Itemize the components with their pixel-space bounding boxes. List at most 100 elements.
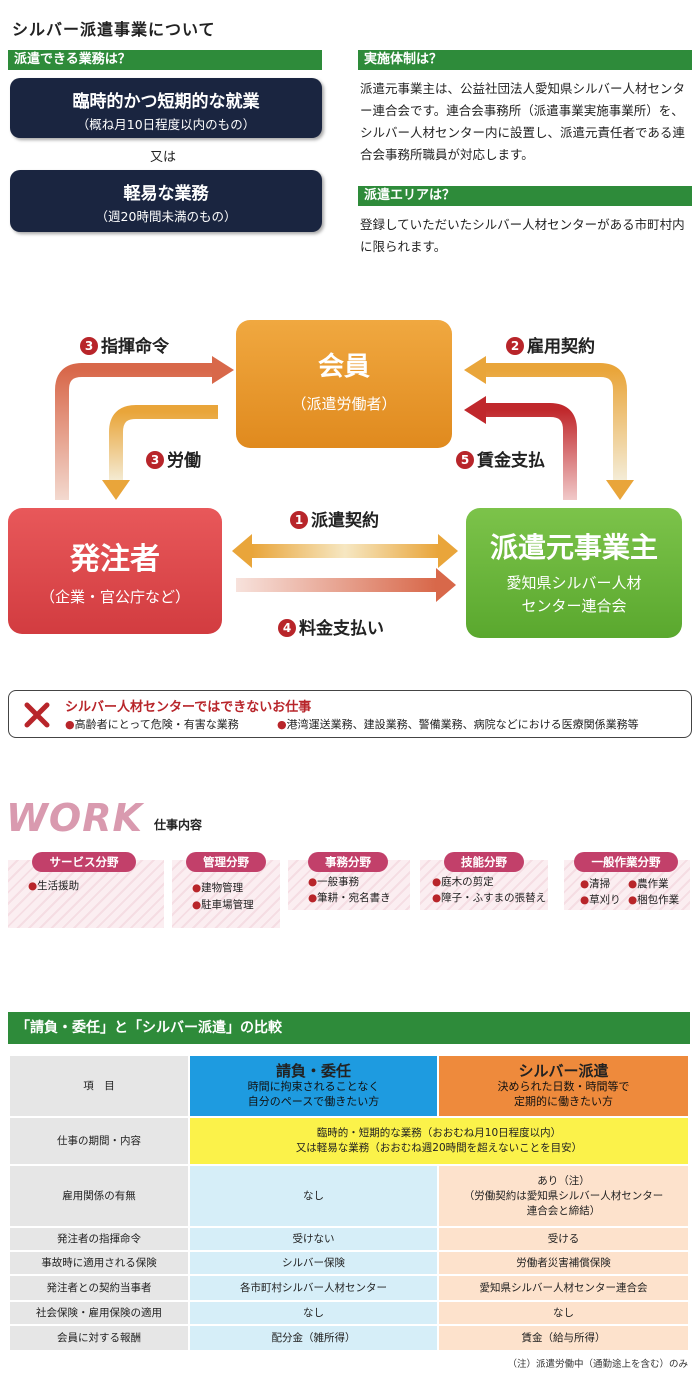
node-dispatcher: 派遣元事業主 愛知県シルバー人材 センター連合会 <box>466 508 682 638</box>
section-heading-area: 派遣エリアは？ <box>358 186 692 206</box>
arrowhead <box>102 480 130 500</box>
arrowhead <box>464 356 486 384</box>
notice-item: ●港湾運送業務、建設業務、警備業務、病院などにおける医療関係業務等 <box>277 718 639 731</box>
category-item: ●草刈り <box>580 894 621 906</box>
comparison-table: 項 目 請負・委任 時間に拘束されることなく 自分のペースで働きたい方 シルバー… <box>10 1056 688 1351</box>
work-subtitle: 仕事内容 <box>154 818 203 832</box>
arrow-dispatch-contract <box>252 544 438 558</box>
node-client-sub: （企業・官公庁など） <box>39 588 190 606</box>
cell-contract: 受けない <box>190 1228 437 1250</box>
category-title: 管理分野 <box>186 852 266 872</box>
row-label: 社会保険・雇用保険の適用 <box>10 1302 188 1324</box>
cell-contract: シルバー保険 <box>190 1252 437 1274</box>
step-number: 5 <box>456 451 474 469</box>
step-number: 4 <box>278 619 296 637</box>
info-box-main: 軽易な業務 <box>123 184 209 204</box>
header-dispatch: シルバー派遣 決められた日数・時間等で 定期的に働きたい方 <box>439 1056 688 1116</box>
section-heading-structure: 実施体制は？ <box>358 50 692 70</box>
row-label: 発注者との契約当事者 <box>10 1276 188 1300</box>
category-management: 管理分野 ●建物管理 ●駐車場管理 <box>172 852 280 928</box>
info-box-light-work: 軽易な業務 （週20時間未満のもの） <box>10 170 322 232</box>
info-box-temporary-work: 臨時的かつ短期的な就業 （概ね月10日程度以内のもの） <box>10 78 322 138</box>
x-mark-icon <box>24 702 50 728</box>
cell-contract: 配分金（雑所得） <box>190 1326 437 1350</box>
arrow-direction-command <box>55 363 212 500</box>
node-member-sub: （派遣労働者） <box>291 395 397 413</box>
category-item: ●生活援助 <box>28 880 80 892</box>
category-general: 一般作業分野 ●清掃 ●農作業 ●草刈り ●梱包作業 <box>564 852 690 910</box>
cell-contract: なし <box>190 1166 437 1226</box>
cell-contract: なし <box>190 1302 437 1324</box>
node-dispatcher-title: 派遣元事業主 <box>489 531 658 564</box>
section-heading-jobs: 派遣できる業務は？ <box>8 50 322 70</box>
notice-item: ●高齢者にとって危険・有害な業務 <box>65 718 239 731</box>
arrowhead <box>464 396 486 424</box>
info-box-sub: （週20時間未満のもの） <box>95 209 237 224</box>
category-title: 一般作業分野 <box>574 852 678 872</box>
category-title: 技能分野 <box>444 852 524 872</box>
step-number: 2 <box>506 337 524 355</box>
category-item: ●障子・ふすまの張替え <box>432 892 547 904</box>
node-member: 会員 （派遣労働者） <box>236 320 452 448</box>
category-item: ●清掃 <box>580 878 611 890</box>
step-number: 1 <box>290 511 308 529</box>
category-item: ●駐車場管理 <box>192 899 254 911</box>
node-member-title: 会員 <box>317 352 370 382</box>
step-number: 3 <box>80 337 98 355</box>
arrow-fee-payment <box>236 578 436 592</box>
footnote: （注）派遣労働中（通勤途上を含む）のみ <box>507 1359 688 1370</box>
period-content: 臨時的・短期的な業務（おおむね月10日程度以内） 又は軽易な業務（おおむね週20… <box>190 1118 688 1164</box>
category-item: ●建物管理 <box>192 882 244 894</box>
structure-text: 派遣元事業主は、公益社団法人愛知県シルバー人材センター連合会です。連合会事務所（… <box>360 81 686 162</box>
cell-dispatch: 賃金（給与所得） <box>439 1326 688 1350</box>
notice-title: シルバー人材センターではできないお仕事 <box>65 700 312 715</box>
category-title: サービス分野 <box>32 852 136 872</box>
page-title: シルバー派遣事業について <box>12 20 216 39</box>
work-logo: WORK <box>6 796 143 840</box>
relationship-diagram <box>55 356 634 602</box>
row-label: 事故時に適用される保険 <box>10 1252 188 1274</box>
header-contract: 請負・委任 時間に拘束されることなく 自分のペースで働きたい方 <box>190 1056 437 1116</box>
category-item: ●農作業 <box>628 878 669 890</box>
node-dispatcher-sub2: センター連合会 <box>521 597 627 615</box>
category-item: ●筆耕・宛名書き <box>308 892 391 904</box>
restricted-work-notice: シルバー人材センターではできないお仕事 ●高齢者にとって危険・有害な業務 ●港湾… <box>8 690 692 738</box>
header-item: 項 目 <box>10 1056 188 1116</box>
category-item: ●梱包作業 <box>628 894 680 906</box>
area-text: 登録していただいたシルバー人材センターがある市町村内に限られます。 <box>360 217 685 254</box>
category-service: サービス分野 ●生活援助 <box>8 852 164 928</box>
node-client-title: 発注者 <box>70 542 160 577</box>
arrowhead <box>232 534 252 568</box>
category-item: ●庭木の剪定 <box>432 876 494 888</box>
arrowhead <box>212 356 234 384</box>
cell-dispatch: 労働者災害補償保険 <box>439 1252 688 1274</box>
node-client: 発注者 （企業・官公庁など） <box>8 508 222 634</box>
category-title: 事務分野 <box>308 852 388 872</box>
category-item: ●一般事務 <box>308 876 360 888</box>
cell-contract: 各市町村シルバー人材センター <box>190 1276 437 1300</box>
category-office: 事務分野 ●一般事務 ●筆耕・宛名書き <box>288 852 410 910</box>
row-label: 仕事の期間・内容 <box>10 1118 188 1164</box>
arrowhead <box>438 534 458 568</box>
arrow-labor <box>109 405 218 482</box>
step-number: 3 <box>146 451 164 469</box>
row-label: 発注者の指揮命令 <box>10 1228 188 1250</box>
info-box-sub: （概ね月10日程度以内のもの） <box>76 117 256 132</box>
row-label: 会員に対する報酬 <box>10 1326 188 1350</box>
cell-dispatch: なし <box>439 1302 688 1324</box>
arrowhead <box>606 480 634 500</box>
arrowhead <box>436 568 456 602</box>
comparison-title: 「請負・委任」と「シルバー派遣」の比較 <box>8 1012 690 1044</box>
or-label: 又は <box>150 150 177 165</box>
cell-dispatch: 受ける <box>439 1228 688 1250</box>
category-skill: 技能分野 ●庭木の剪定 ●障子・ふすまの張替え <box>420 852 548 910</box>
cell-dispatch: 愛知県シルバー人材センター連合会 <box>439 1276 688 1300</box>
cell-dispatch: あり（注） （労働契約は愛知県シルバー人材センター 連合会と締結） <box>439 1166 688 1226</box>
node-dispatcher-sub1: 愛知県シルバー人材 <box>506 574 642 592</box>
arrow-employment-contract <box>484 363 627 480</box>
